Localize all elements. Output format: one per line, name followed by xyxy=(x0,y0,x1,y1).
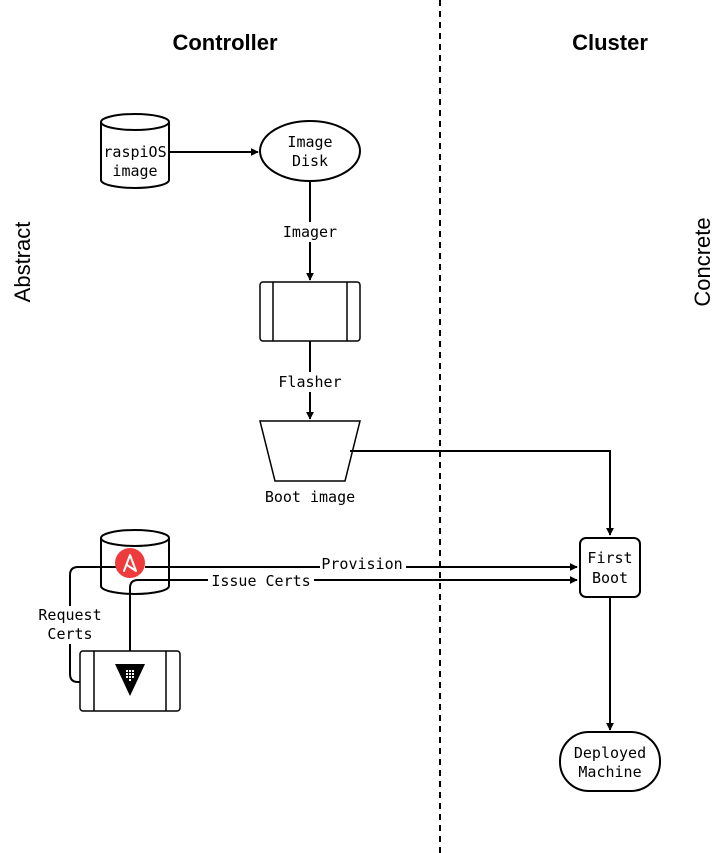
boot-image-label: Boot image xyxy=(265,488,355,506)
edge-label-request-certs-line1: Request xyxy=(38,606,101,624)
image-disk-node[interactable]: Image Disk xyxy=(259,120,361,182)
image-disk-label-line1: Image xyxy=(287,133,332,151)
first-boot-label-line1: First xyxy=(587,549,632,567)
edge-label-imager: Imager xyxy=(283,223,337,241)
raspios-label-line1: raspiOS xyxy=(103,143,166,161)
ansible-icon xyxy=(115,548,145,578)
edge-issue-certs xyxy=(129,576,578,665)
image-disk-label-line2: Disk xyxy=(292,152,328,170)
edge-label-flasher: Flasher xyxy=(278,373,341,391)
boot-image-node[interactable] xyxy=(259,420,361,482)
first-boot-label-line2: Boot xyxy=(592,569,628,587)
deployed-machine-label-line1: Deployed xyxy=(574,744,646,762)
side-label-concrete: Concrete xyxy=(690,217,715,306)
column-title-controller: Controller xyxy=(172,30,278,55)
edge-label-provision: Provision xyxy=(321,555,402,573)
imager-process-node[interactable] xyxy=(259,281,361,342)
edge-boot-to-firstboot xyxy=(350,450,614,536)
column-title-cluster: Cluster xyxy=(572,30,648,55)
edge-label-issue-certs: Issue Certs xyxy=(211,572,310,590)
vault-icon xyxy=(115,664,145,696)
raspios-image-node[interactable]: raspiOS image xyxy=(100,113,170,189)
deployed-machine-node[interactable]: Deployed Machine xyxy=(559,731,661,792)
raspios-label-line2: image xyxy=(112,162,157,180)
deployed-machine-label-line2: Machine xyxy=(578,763,641,781)
first-boot-node[interactable]: First Boot xyxy=(579,537,641,598)
edge-label-request-certs-line2: Certs xyxy=(47,625,92,643)
side-label-abstract: Abstract xyxy=(10,222,35,303)
